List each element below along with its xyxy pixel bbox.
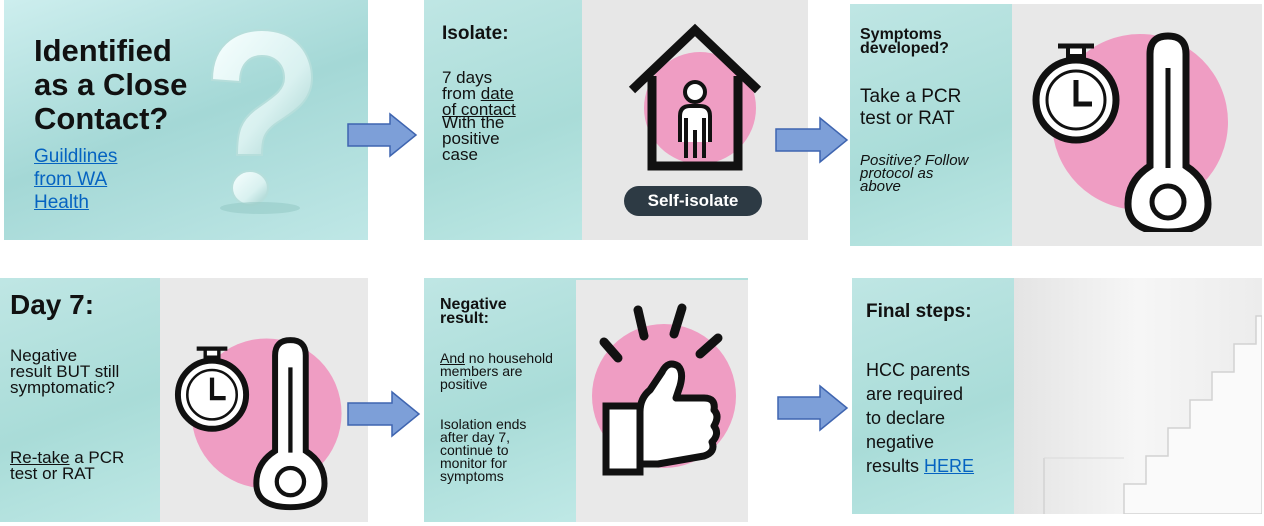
stopwatch-thermometer-icon [1032,32,1228,232]
step-card-symptoms: Symptoms developed? Take a PCR test or R… [850,4,1262,246]
thumbs-up-image [576,280,748,522]
negative-condition: And no household members are positive [440,350,553,392]
stopwatch-thermometer-icon [174,337,342,511]
step-card-negative-result: Negative result: And no household member… [424,278,748,522]
day7-retake: Re-take a PCR test or RAT [10,448,125,483]
right-arrow-icon [775,116,849,164]
house-person-icon [628,23,762,171]
step-card-isolate: Isolate: 7 days from date of contact Wit… [424,0,808,240]
card-title: Identified as a Close Contact? [34,33,188,136]
step-card-day-7: Day 7: Negative result BUT still symptom… [0,278,368,522]
positive-note: Positive? Follow protocol as above [860,152,969,195]
right-arrow-icon [347,390,421,438]
card-title: Symptoms developed? [860,26,949,57]
right-arrow-icon [347,112,418,158]
stairs-image [1014,278,1262,514]
isolation-ends-note: Isolation ends after day 7, continue to … [440,416,527,484]
step-card-final-steps: Final steps: HCC parents are required to… [852,278,1262,514]
self-isolate-image: Self-isolate [582,0,808,240]
thumbs-up-icon [592,303,736,476]
card-title: Final steps: [866,301,972,322]
stairs-image [1014,278,1262,514]
declare-results-link[interactable]: HERE [924,456,975,476]
isolate-description: 7 days from date of contact With the pos… [442,68,516,164]
wa-health-guidelines-link[interactable]: Guildlines from WA Health [34,146,118,213]
right-arrow-icon [777,384,849,432]
test-image [1012,4,1262,246]
retest-image [160,278,368,522]
symptoms-instruction: Take a PCR test or RAT [860,86,962,129]
card-title: Day 7: [10,289,95,320]
day7-question: Negative result BUT still symptomatic? [10,346,120,397]
card-title: Isolate: [442,23,509,44]
question-mark-icon [210,28,314,214]
self-isolate-badge: Self-isolate [624,186,762,216]
final-steps-instruction: HCC parents are required to declare nega… [866,360,975,476]
step-card-close-contact: Identified as a Close Contact? Guildline… [4,0,368,240]
card-title: Negative result: [440,296,507,327]
